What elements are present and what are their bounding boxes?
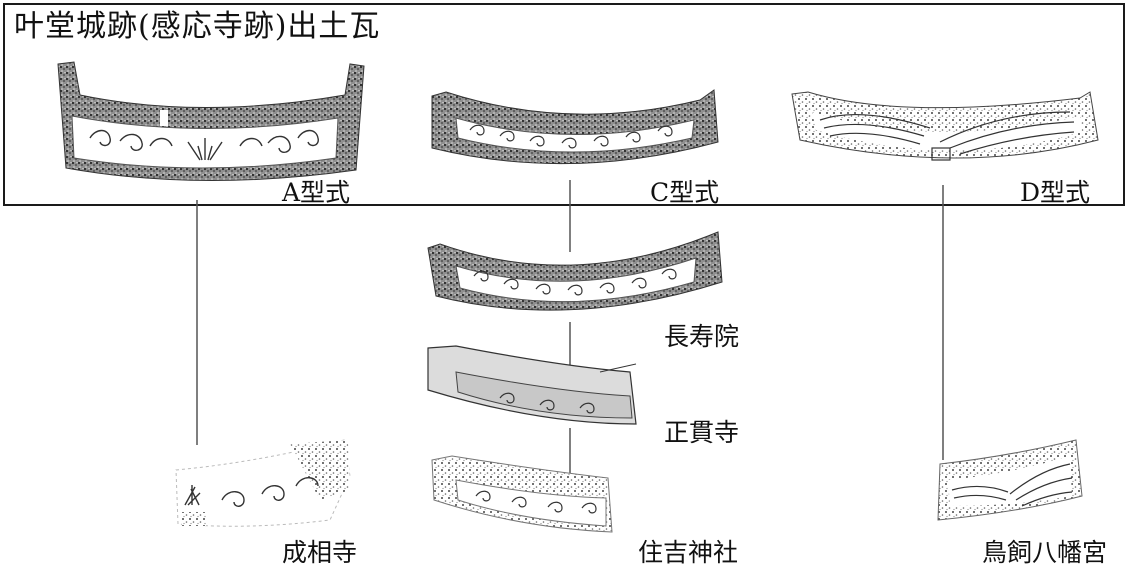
tile-a-type xyxy=(57,61,365,181)
label-shokiji: 正貫寺 xyxy=(664,418,740,447)
tile-shokiji xyxy=(427,345,637,425)
label-hachimangu: 鳥飼八幡宮 xyxy=(982,538,1108,567)
label-joshoji: 成相寺 xyxy=(282,538,358,567)
tile-sumiyoshi xyxy=(431,455,613,533)
tile-chojuin xyxy=(427,231,723,311)
label-c-type: C型式 xyxy=(650,178,720,207)
label-d-type: D型式 xyxy=(1020,178,1091,207)
label-chojuin: 長寿院 xyxy=(664,322,740,351)
label-sumiyoshi: 住吉神社 xyxy=(638,538,739,567)
tile-d-type xyxy=(791,91,1099,161)
tile-c-type xyxy=(431,89,719,165)
tile-joshoji xyxy=(175,439,351,527)
diagram-title: 叶堂城跡(感応寺跡)出土瓦 xyxy=(14,9,381,44)
excavation-frame xyxy=(3,3,1125,206)
tile-hachimangu xyxy=(937,439,1083,521)
label-a-type: A型式 xyxy=(282,178,351,207)
connector-lines xyxy=(196,180,944,474)
